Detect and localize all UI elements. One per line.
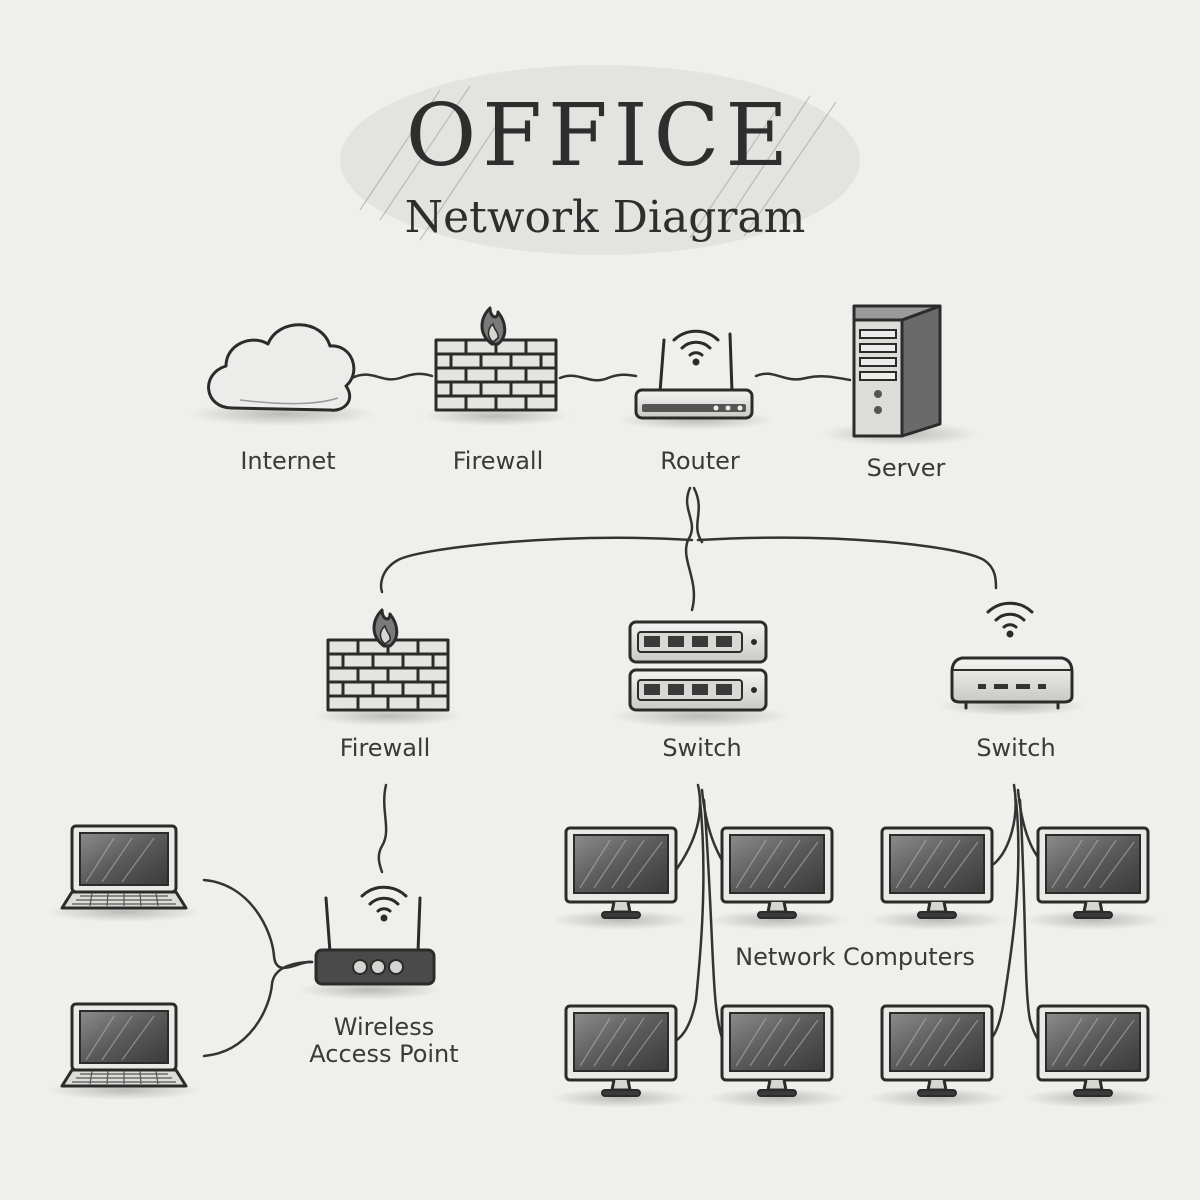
internet-label: Internet bbox=[240, 447, 335, 475]
desktop-computer-icon[interactable] bbox=[1021, 826, 1165, 932]
cables bbox=[202, 372, 1042, 1058]
wap-label-line2: Access Point bbox=[309, 1040, 458, 1068]
laptop-icon bbox=[44, 1002, 204, 1102]
firewall-icon bbox=[419, 306, 573, 428]
firewall-mid-node[interactable]: Firewall bbox=[311, 608, 465, 762]
switch-center-label: Switch bbox=[662, 734, 741, 762]
router-label: Router bbox=[660, 447, 740, 475]
wap-label-line1: Wireless bbox=[334, 1013, 434, 1041]
access-point-icon bbox=[314, 885, 436, 986]
internet-node[interactable]: Internet bbox=[187, 323, 377, 475]
wireless-access-point-node[interactable]: Wireless Access Point bbox=[298, 885, 459, 1068]
cable-switch-pc3 bbox=[988, 783, 1017, 866]
cable-laptop1-wap bbox=[202, 878, 314, 970]
desktop-computer-icon[interactable] bbox=[705, 826, 849, 932]
cable-firewall-router bbox=[558, 373, 638, 382]
cable-switch-pc5 bbox=[668, 798, 705, 1046]
switch-icon bbox=[628, 620, 768, 712]
firewall-top-node[interactable]: Firewall bbox=[419, 306, 573, 475]
laptop-2[interactable] bbox=[44, 1002, 204, 1102]
laptop-1[interactable] bbox=[44, 824, 204, 924]
server-icon bbox=[852, 304, 942, 438]
server-node[interactable]: Server bbox=[820, 304, 980, 482]
network-computers-group: Network Computers bbox=[549, 826, 1165, 1110]
firewall-mid-label: Firewall bbox=[340, 734, 431, 762]
cable-to-switch-right bbox=[696, 536, 998, 590]
desktop-computer-icon[interactable] bbox=[865, 1004, 1009, 1110]
cable-internet-firewall bbox=[350, 372, 434, 381]
cable-switch-pc7 bbox=[988, 798, 1020, 1042]
desktop-computer-icon[interactable] bbox=[549, 1004, 693, 1110]
desktop-computer-icon[interactable] bbox=[549, 826, 693, 932]
server-label: Server bbox=[867, 454, 946, 482]
firewall-top-label: Firewall bbox=[453, 447, 544, 475]
router-icon bbox=[634, 329, 754, 420]
desktop-computer-icon[interactable] bbox=[705, 1004, 849, 1110]
switch-icon bbox=[950, 601, 1074, 710]
switch-right-node[interactable]: Switch bbox=[938, 601, 1086, 762]
cable-laptop2-wap bbox=[202, 960, 314, 1058]
desktop-computer-icon[interactable] bbox=[865, 826, 1009, 932]
diagram-subtitle: Network Diagram bbox=[405, 192, 806, 243]
cable-router-down bbox=[684, 486, 696, 612]
router-node[interactable]: Router bbox=[616, 329, 776, 475]
network-computers-label: Network Computers bbox=[735, 943, 975, 971]
diagram-title: OFFICE bbox=[406, 86, 794, 186]
title-block: OFFICE Network Diagram bbox=[340, 65, 860, 255]
laptop-icon bbox=[44, 824, 204, 924]
cable-to-firewall-mid bbox=[379, 536, 694, 594]
cable-firewall-wap bbox=[377, 783, 388, 874]
switch-center-node[interactable]: Switch bbox=[610, 620, 790, 762]
cloud-icon bbox=[207, 323, 356, 412]
cable-router-server bbox=[754, 372, 852, 382]
desktop-computer-icon[interactable] bbox=[1021, 1004, 1165, 1110]
firewall-icon bbox=[311, 608, 465, 728]
switch-right-label: Switch bbox=[976, 734, 1055, 762]
